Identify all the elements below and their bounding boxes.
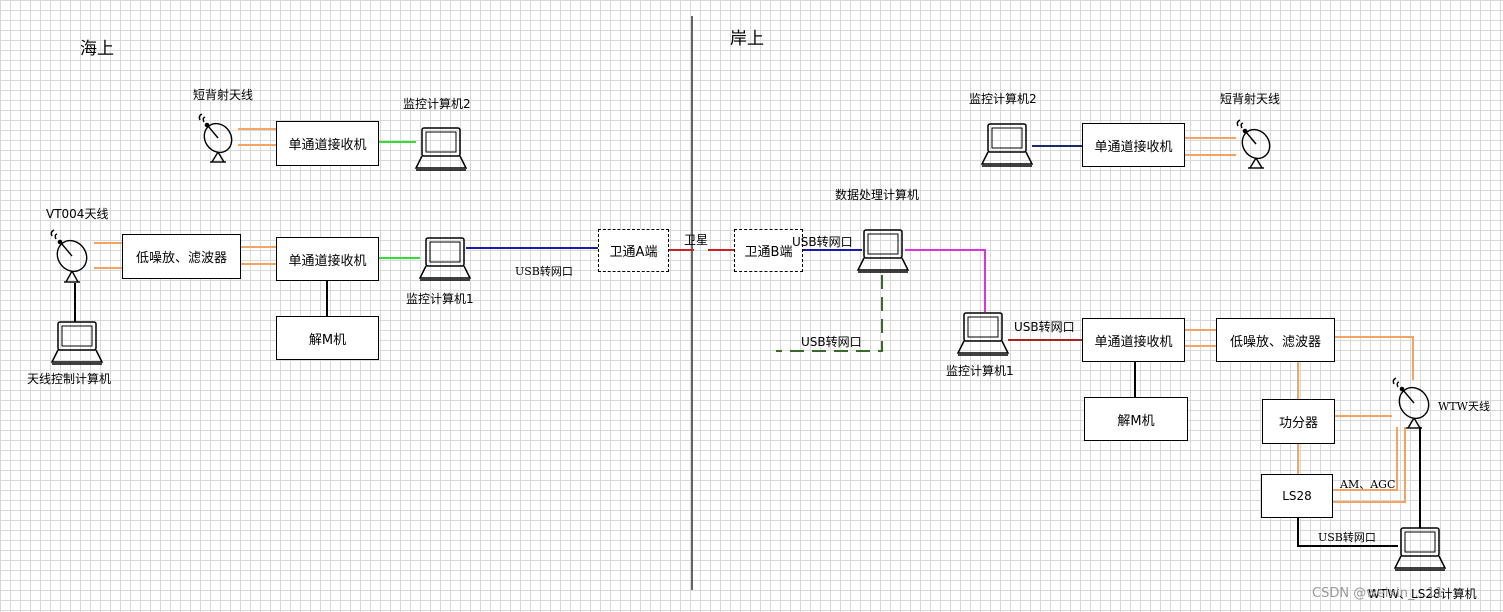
shore-monitor1-label: 监控计算机1 [946, 364, 1014, 378]
sea-short-antenna-label: 短背射天线 [193, 88, 254, 102]
laptop-icon [50, 320, 104, 370]
laptop-icon [956, 311, 1010, 361]
laptop-icon [980, 122, 1034, 172]
satellite-dish-icon [196, 112, 240, 168]
shore-ls28: LS28 [1261, 474, 1333, 518]
watermark: CSDN @weixin_...11 [1312, 586, 1444, 601]
satellite-label: 卫星 [684, 233, 709, 247]
sea-lna-filter: 低噪放、滤波器 [122, 234, 241, 279]
shore-datapc-monitor1-link [905, 249, 986, 312]
shore-datapc-dashed-usb-link [776, 275, 883, 352]
shore-demodulator: 解M机 [1084, 397, 1188, 441]
shore-usb-label-dashed: USB转网口 [801, 335, 862, 349]
shore-receiver-mid: 单通道接收机 [1082, 318, 1185, 362]
sea-demodulator: 解M机 [276, 316, 379, 360]
laptop-icon [414, 126, 468, 176]
sea-monitor2-label: 监控计算机2 [403, 97, 471, 111]
shore-usb-label-mid: USB转网口 [1014, 320, 1075, 334]
shore-lna-wtw-link [1334, 336, 1414, 380]
shore-receiver-lna-links [1184, 329, 1216, 347]
shore-wtw-antenna-label: WTW天线 [1438, 400, 1490, 413]
sea-usb-label: USB转网口 [515, 265, 573, 278]
sat-terminal-a: 卫通A端 [598, 229, 669, 272]
sea-antenna-control-pc-label: 天线控制计算机 [27, 372, 112, 386]
shore-usb-label-top: USB转网口 [792, 235, 853, 249]
region-shore-label: 岸上 [730, 29, 764, 49]
sea-short-antenna-links [238, 128, 276, 146]
satellite-dish-icon [1234, 118, 1278, 174]
laptop-icon [856, 228, 910, 278]
sea-vt-antenna-label: VT004天线 [46, 207, 109, 221]
sea-lna-receiver-links [240, 246, 276, 265]
shore-power-splitter: 功分器 [1262, 399, 1335, 444]
shore-ls28-pc-link [1297, 517, 1398, 547]
shore-ls28-wtw-links [1332, 427, 1406, 503]
shore-receiver-top: 单通道接收机 [1082, 123, 1185, 167]
satellite-dish-icon [48, 228, 96, 288]
shore-short-antenna-label: 短背射天线 [1220, 92, 1281, 106]
laptop-icon [418, 236, 472, 286]
shore-usb-label-bottom: USB转网口 [1318, 531, 1376, 544]
satellite-dish-icon [1390, 376, 1438, 434]
shore-data-pc-label: 数据处理计算机 [835, 188, 920, 202]
shore-monitor2-label: 监控计算机2 [969, 92, 1037, 106]
shore-wtw-pc-label: WTW、LS28计算机 [1368, 587, 1477, 601]
sea-monitor1-label: 监控计算机1 [406, 292, 474, 306]
sea-receiver-mid: 单通道接收机 [276, 237, 379, 281]
shore-short-antenna-links [1184, 137, 1236, 156]
laptop-icon [1393, 526, 1447, 576]
shore-am-agc-label: AM、AGC [1340, 478, 1396, 491]
sea-vt-antenna-links [94, 242, 122, 269]
region-sea-label: 海上 [80, 39, 114, 59]
sat-terminal-b: 卫通B端 [734, 229, 803, 272]
sea-receiver-top: 单通道接收机 [276, 121, 379, 166]
shore-lna-filter: 低噪放、滤波器 [1216, 318, 1335, 362]
